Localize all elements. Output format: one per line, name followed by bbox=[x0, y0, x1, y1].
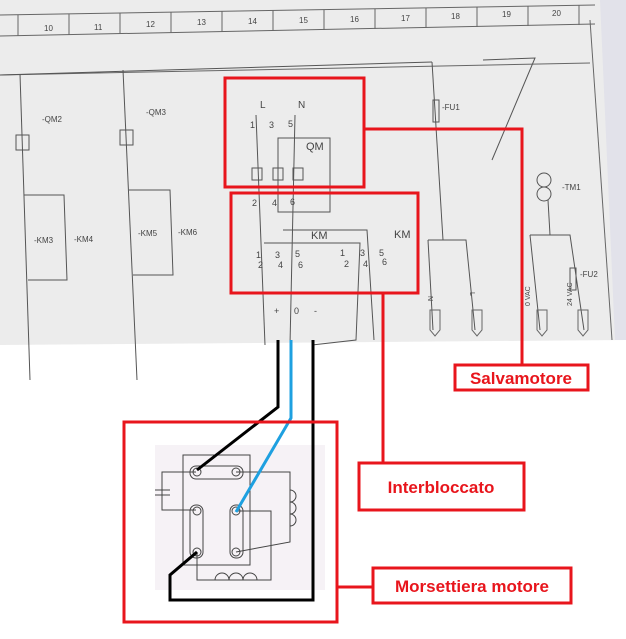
pole-label: 5 bbox=[295, 249, 300, 259]
column-number: 15 bbox=[299, 16, 308, 25]
schematic-paper bbox=[0, 0, 626, 345]
output-zero: 0 bbox=[294, 306, 299, 316]
annotation-boxes bbox=[122, 76, 590, 624]
wire-24vac-label: 24 VAC bbox=[567, 282, 574, 306]
schematic-wiring bbox=[0, 57, 585, 381]
schematic-labels: -QM2 -QM3 -KM3 -KM4 -KM5 -KM6 -FU1 -TM1 … bbox=[34, 100, 598, 316]
fu2-label: -FU2 bbox=[580, 270, 598, 279]
column-number: 12 bbox=[146, 20, 155, 29]
pole-label: 1 bbox=[340, 248, 345, 258]
km5-label: -KM5 bbox=[138, 229, 158, 238]
interbloccato-label-box bbox=[357, 461, 526, 512]
pole-label: 4 bbox=[272, 198, 277, 208]
km-label-1: KM bbox=[311, 230, 328, 242]
pole-label: 3 bbox=[269, 120, 274, 130]
salvamotore-label-box bbox=[453, 363, 590, 392]
km4-label: -KM4 bbox=[74, 235, 94, 244]
pole-label: 4 bbox=[278, 260, 283, 270]
pole-label: 3 bbox=[275, 250, 280, 260]
column-number: 10 bbox=[44, 24, 53, 33]
km6-label: -KM6 bbox=[178, 228, 198, 237]
column-number: 14 bbox=[248, 17, 257, 26]
column-numbers: 10 11 12 13 14 15 16 17 18 19 20 bbox=[44, 9, 561, 33]
salvamotore-leader bbox=[364, 127, 524, 365]
wire-0vac-label: 0 VAC bbox=[525, 286, 532, 306]
km3-label: -KM3 bbox=[34, 236, 54, 245]
salvamotore-label: Salvamotore bbox=[470, 369, 572, 388]
black-wire-plus bbox=[196, 340, 280, 472]
pole-label: 2 bbox=[344, 259, 349, 269]
fu1-label: -FU1 bbox=[442, 103, 460, 112]
pole-label: 6 bbox=[298, 260, 303, 270]
column-number: 18 bbox=[451, 12, 460, 21]
terminal-markers bbox=[429, 309, 589, 337]
pole-label: 1 bbox=[256, 250, 261, 260]
line-l-label: L bbox=[260, 100, 266, 111]
column-number: 20 bbox=[552, 9, 561, 18]
km-label-2: KM bbox=[394, 229, 411, 241]
column-number: 11 bbox=[94, 23, 103, 32]
output-plus: + bbox=[274, 306, 279, 316]
interbloccato-highlight bbox=[229, 191, 420, 295]
wire-l-label: L bbox=[468, 292, 475, 296]
pole-label: 6 bbox=[382, 257, 387, 267]
wire-n-label: N bbox=[426, 296, 433, 301]
pole-label: 2 bbox=[258, 260, 263, 270]
tm1-label: -TM1 bbox=[562, 183, 581, 192]
column-number: 17 bbox=[401, 14, 410, 23]
morsettiera-label-box bbox=[371, 566, 573, 605]
pole-label: 5 bbox=[379, 248, 384, 258]
column-number: 13 bbox=[197, 18, 206, 27]
column-number: 16 bbox=[350, 15, 359, 24]
black-wire-minus bbox=[168, 340, 315, 602]
qm-label: QM bbox=[306, 141, 324, 153]
pole-label: 2 bbox=[252, 198, 257, 208]
qm3-label: -QM3 bbox=[146, 108, 167, 117]
blue-wire-zero bbox=[234, 340, 293, 513]
pole-label: 4 bbox=[363, 259, 368, 269]
morsettiera-highlight bbox=[122, 420, 339, 624]
salvamotore-highlight bbox=[223, 76, 366, 189]
output-minus: - bbox=[314, 306, 317, 316]
column-header bbox=[0, 4, 613, 341]
pole-label: 5 bbox=[288, 119, 293, 129]
paper-edge bbox=[600, 0, 626, 340]
pole-label: 6 bbox=[290, 197, 295, 207]
pole-label: 1 bbox=[250, 120, 255, 130]
interbloccato-label: Interbloccato bbox=[388, 478, 495, 497]
morsettiera-label: Morsettiera motore bbox=[395, 577, 549, 596]
pole-label: 3 bbox=[360, 248, 365, 258]
line-n-label: N bbox=[298, 100, 305, 111]
column-number: 19 bbox=[502, 10, 511, 19]
qm2-label: -QM2 bbox=[42, 115, 63, 124]
